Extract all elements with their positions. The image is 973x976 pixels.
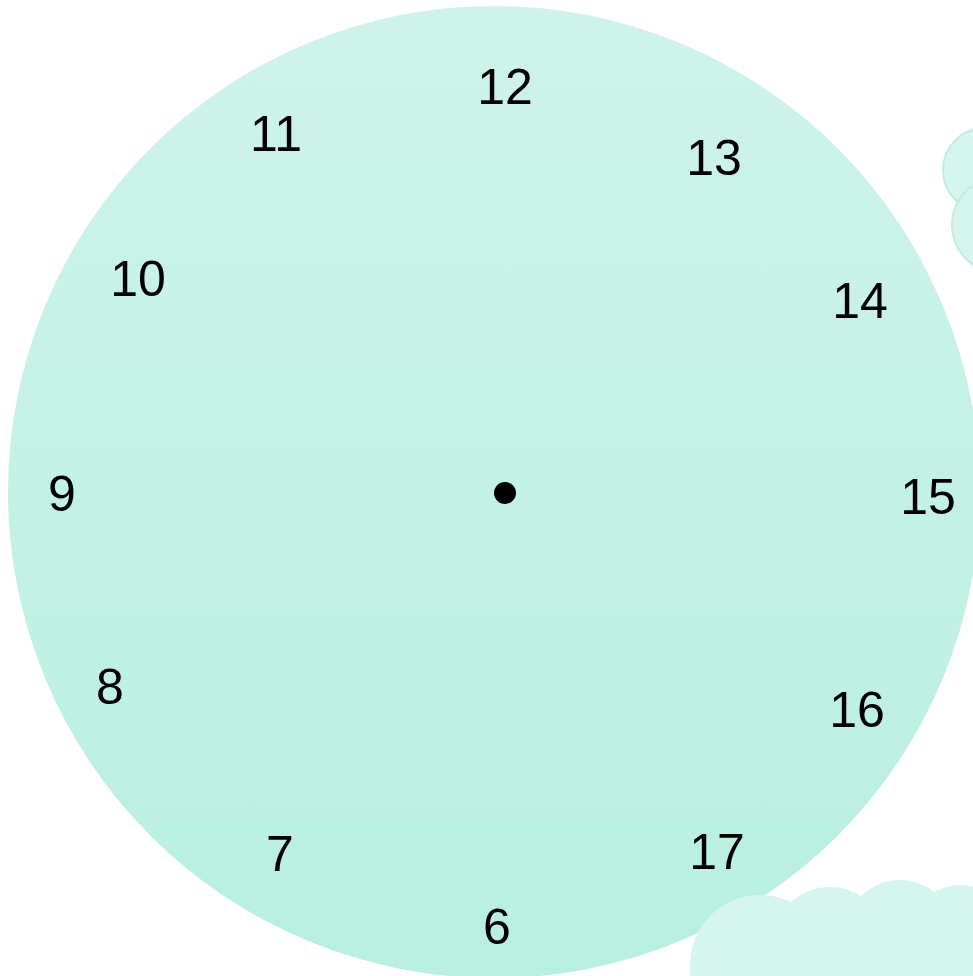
hour-number: 12 bbox=[477, 62, 533, 112]
hour-number: 8 bbox=[96, 662, 124, 712]
hour-number: 13 bbox=[686, 133, 742, 183]
hour-number: 9 bbox=[48, 469, 76, 519]
hour-number: 6 bbox=[483, 902, 511, 952]
center-dot bbox=[494, 482, 516, 504]
hour-number: 7 bbox=[266, 829, 294, 879]
hour-number: 16 bbox=[829, 685, 885, 735]
hour-number: 11 bbox=[250, 109, 302, 159]
hour-number: 15 bbox=[900, 472, 956, 522]
hour-number: 17 bbox=[689, 827, 745, 877]
cloud-bottom bbox=[690, 880, 973, 976]
cloud-top bbox=[943, 128, 973, 273]
hour-number: 14 bbox=[832, 276, 888, 326]
hour-number: 10 bbox=[110, 254, 166, 304]
clock-face bbox=[8, 6, 973, 976]
